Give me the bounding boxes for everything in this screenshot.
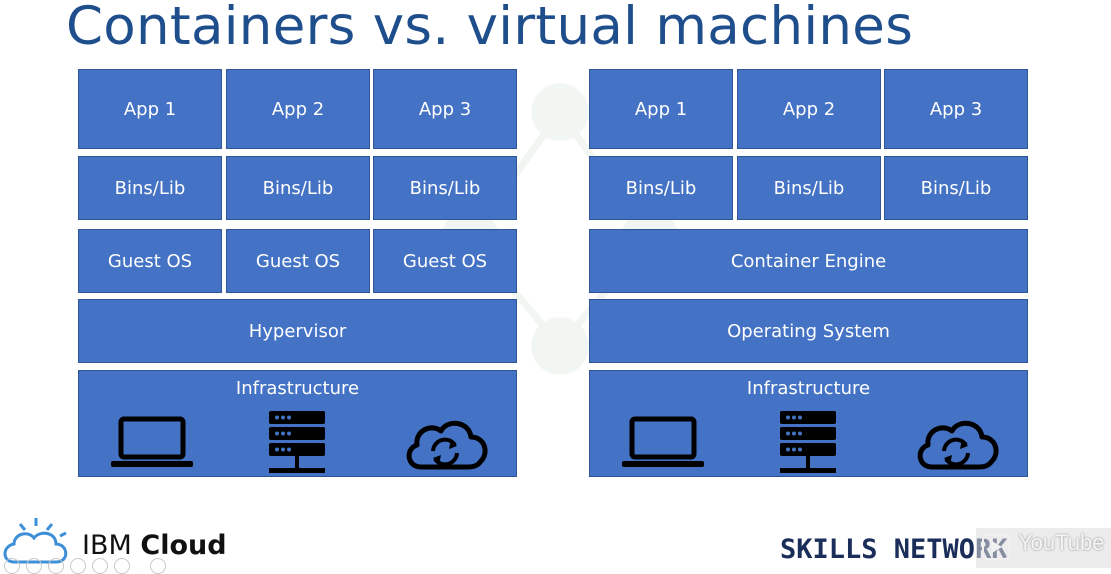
vm-app-2-box: App 2: [226, 69, 370, 149]
player-control-icon[interactable]: [92, 558, 108, 574]
skills-network-logo: SKILLS NETWORK: [780, 534, 1008, 565]
player-control-icon[interactable]: [26, 558, 42, 574]
slide-title: Containers vs. virtual machines: [66, 0, 914, 57]
server-icon: [780, 411, 836, 473]
ibm-cloud-logo-icon: [3, 518, 68, 564]
player-control-icon[interactable]: [48, 558, 64, 574]
vm-bins-lib-3-box: Bins/Lib: [373, 156, 517, 220]
operating-system-box: Operating System: [589, 299, 1028, 363]
brand-bold-text: Cloud: [140, 530, 227, 561]
vm-app-3-box: App 3: [373, 69, 517, 149]
ct-bins-lib-2-box: Bins/Lib: [737, 156, 881, 220]
ct-app-2-box: App 2: [737, 69, 881, 149]
hypervisor-box: Hypervisor: [78, 299, 517, 363]
vm-guest-os-1-box: Guest OS: [78, 229, 222, 293]
vm-bins-lib-2-box: Bins/Lib: [226, 156, 370, 220]
vm-app-1-box: App 1: [78, 69, 222, 149]
ct-app-1-box: App 1: [589, 69, 733, 149]
vm-guest-os-2-box: Guest OS: [226, 229, 370, 293]
ct-bins-lib-3-box: Bins/Lib: [884, 156, 1028, 220]
vm-guest-os-3-box: Guest OS: [373, 229, 517, 293]
youtube-label[interactable]: YouTube: [1018, 530, 1105, 555]
container-engine-box: Container Engine: [589, 229, 1028, 293]
ct-infrastructure-box: Infrastructure: [589, 370, 1028, 477]
cloud-sync-icon: [406, 420, 488, 470]
vm-infrastructure-box: Infrastructure: [78, 370, 517, 477]
player-control-icon[interactable]: [114, 558, 130, 574]
server-icon: [269, 411, 325, 473]
ct-bins-lib-1-box: Bins/Lib: [589, 156, 733, 220]
cloud-sync-icon: [917, 420, 999, 470]
laptop-icon: [622, 416, 704, 467]
youtube-play-icon[interactable]: [982, 534, 1010, 560]
player-control-icon[interactable]: [4, 558, 20, 574]
player-control-icon[interactable]: [70, 558, 86, 574]
ibm-cloud-brand: IBM Cloud: [82, 530, 227, 561]
brand-light-text: IBM: [82, 530, 132, 561]
ct-infrastructure-label: Infrastructure: [746, 378, 871, 399]
vm-infrastructure-label: Infrastructure: [235, 378, 360, 399]
vm-bins-lib-1-box: Bins/Lib: [78, 156, 222, 220]
player-control-icon[interactable]: [150, 558, 166, 574]
ct-app-3-box: App 3: [884, 69, 1028, 149]
laptop-icon: [111, 416, 193, 467]
